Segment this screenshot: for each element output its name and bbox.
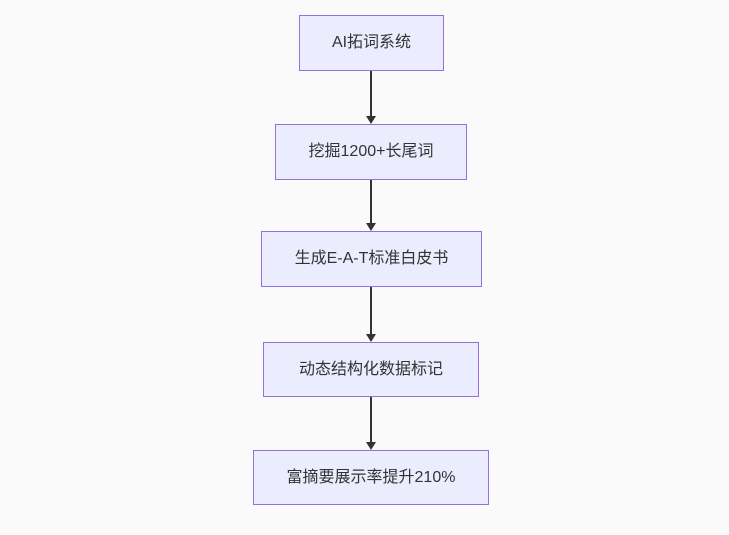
arrowhead-down-icon (366, 223, 376, 231)
node-label: 生成E-A-T标准白皮书 (294, 250, 449, 268)
node-label: 动态结构化数据标记 (298, 360, 443, 378)
arrowhead-down-icon (366, 442, 376, 450)
edge-arrow-1 (366, 71, 376, 124)
edge-arrow-4 (366, 397, 376, 450)
flow-node-rich-snippet-rate-increase: 富摘要展示率提升210% (253, 450, 489, 505)
edge-line (370, 71, 372, 118)
arrowhead-down-icon (366, 116, 376, 124)
node-label: AI拓词系统 (331, 34, 412, 52)
flow-node-generate-eat-whitepaper: 生成E-A-T标准白皮书 (261, 231, 482, 287)
edge-arrow-2 (366, 180, 376, 231)
edge-line (370, 287, 372, 336)
node-label: 富摘要展示率提升210% (286, 468, 456, 486)
arrowhead-down-icon (366, 334, 376, 342)
edge-line (370, 397, 372, 444)
flow-node-dynamic-structured-data-markup: 动态结构化数据标记 (263, 342, 479, 397)
flow-node-ai-word-expansion-system: AI拓词系统 (299, 15, 444, 71)
edge-arrow-3 (366, 287, 376, 342)
flow-node-mine-longtail-keywords: 挖掘1200+长尾词 (275, 124, 467, 180)
edge-line (370, 180, 372, 225)
node-label: 挖掘1200+长尾词 (308, 143, 434, 161)
